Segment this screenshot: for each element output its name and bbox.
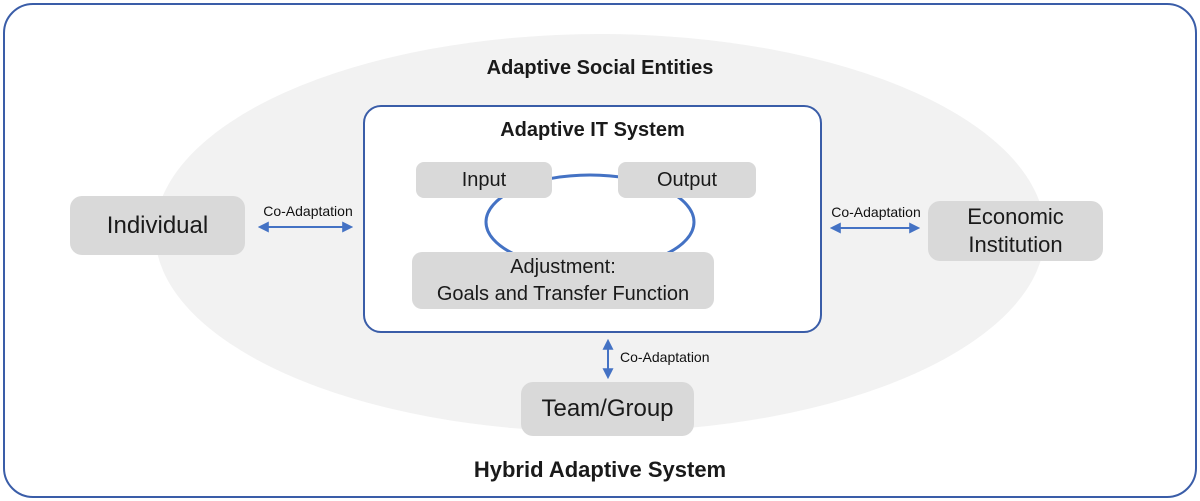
individual-label: Individual [106, 211, 209, 239]
hybrid-adaptive-system-title: Hybrid Adaptive System [473, 457, 727, 482]
economic-institution-box: Economic Institution [928, 201, 1103, 261]
input-label: Input [461, 168, 507, 191]
team-group-box: Team/Group [521, 382, 694, 436]
team-group-label: Team/Group [541, 395, 674, 422]
output-box: Output [618, 162, 756, 198]
individual-box: Individual [70, 196, 245, 255]
adjustment-box: Adjustment: Goals and Transfer Function [412, 252, 714, 309]
co-adaptation-label-bottom: Co-Adaptation [620, 349, 710, 365]
hybrid-system-frame [3, 3, 1197, 498]
co-adaptation-label-left: Co-Adaptation [263, 203, 353, 219]
adaptive-it-system-title: Adaptive IT System [500, 119, 685, 141]
input-box: Input [416, 162, 552, 198]
adjustment-label-line1: Adjustment: [510, 255, 616, 278]
adjustment-label-line2: Goals and Transfer Function [436, 282, 690, 305]
output-label: Output [656, 168, 718, 191]
economic-institution-label: Economic Institution [967, 204, 1064, 257]
co-adaptation-label-right: Co-Adaptation [831, 204, 921, 220]
adaptive-social-entities-title: Adaptive Social Entities [486, 57, 714, 79]
